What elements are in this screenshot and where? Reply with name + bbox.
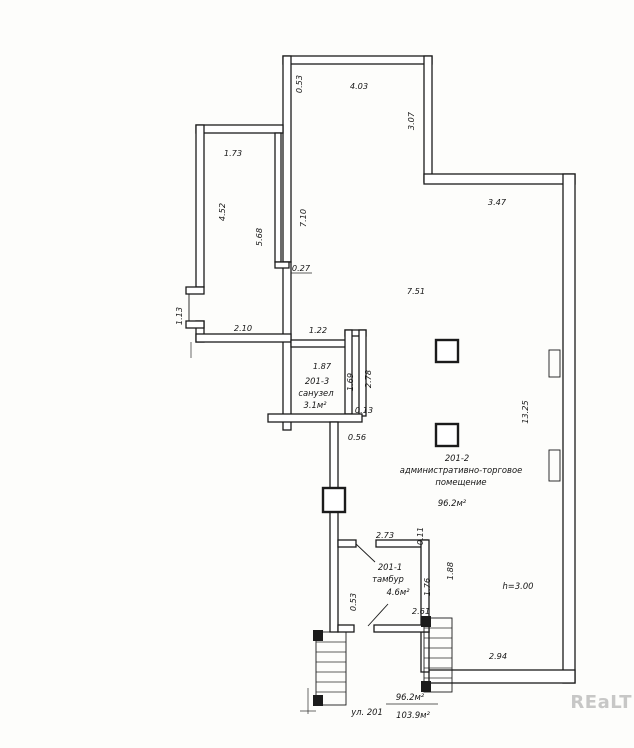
room-area: 96.2м² <box>438 498 467 508</box>
dim-label: 2.61 <box>412 606 430 616</box>
dim-label: 0.56 <box>348 432 366 442</box>
window <box>548 349 561 378</box>
dim-label: 1.13 <box>174 307 184 325</box>
stair-post <box>421 681 431 692</box>
stair-outline <box>423 617 453 693</box>
dim-label: 3.47 <box>488 197 507 207</box>
stair-post <box>313 630 323 641</box>
dim-label: 0.13 <box>355 405 373 415</box>
dim-label: 5.68 <box>254 228 264 246</box>
wall-segment <box>562 173 576 684</box>
footer-labels: 96.2м² ул. 201 103.9м² <box>350 692 430 720</box>
dim-label: 1.76 <box>422 578 432 596</box>
dim-label: 0.11 <box>415 527 425 545</box>
wall-jog-stub <box>274 261 290 269</box>
dim-label: 0.53 <box>348 593 358 611</box>
wall-segment <box>195 124 205 288</box>
wall-segment <box>329 421 339 633</box>
room-area: 3.1м² <box>304 400 328 410</box>
wall-segment <box>195 124 284 134</box>
wall-segment <box>274 132 282 263</box>
dim-label: 4.52 <box>217 203 227 221</box>
wall-segment <box>290 339 348 348</box>
ceiling-height-note: h=3.00 <box>503 581 534 591</box>
dim-label: 7.10 <box>298 209 308 227</box>
door-jamb <box>185 286 205 295</box>
wall-segment <box>428 669 576 684</box>
wall-segment <box>423 173 576 185</box>
dim-label: 7.51 <box>407 286 425 296</box>
stair-post <box>421 616 431 627</box>
columns <box>434 338 460 448</box>
dim-label: 1.87 <box>313 361 332 371</box>
wall-segment <box>195 333 292 343</box>
wall-segment <box>282 261 292 431</box>
room-name: административно-торговое <box>400 465 522 475</box>
door-swing-line <box>367 603 389 627</box>
windows <box>548 349 561 482</box>
footer-area-main: 96.2м² <box>396 692 425 702</box>
dim-label: 1.69 <box>345 373 355 391</box>
realt-watermark: REaLT <box>570 692 632 713</box>
dim-label: 3.07 <box>406 111 416 130</box>
stair-post <box>313 695 323 706</box>
room-id: 201-3 <box>305 376 329 386</box>
wall-segment <box>373 624 430 633</box>
dim-label: 1.73 <box>224 148 242 158</box>
stair-outline <box>315 631 347 706</box>
dim-label: 13.25 <box>520 400 530 423</box>
entrance-stairs <box>313 616 453 706</box>
dim-label: 2.10 <box>234 323 252 333</box>
door-swing-line <box>355 543 376 563</box>
aux-lines <box>190 272 438 714</box>
footer-area-total: 103.9м² <box>396 710 430 720</box>
wall-segment <box>282 55 292 263</box>
wall-segment <box>423 55 433 183</box>
dimension-labels: 4.03 0.53 3.07 1.73 4.52 5.68 7.10 3.47 … <box>174 75 530 661</box>
wall-segment <box>282 55 433 65</box>
door-jamb <box>185 320 205 329</box>
dim-label: 4.03 <box>350 81 368 91</box>
column <box>434 338 460 364</box>
room-area: 4.6м² <box>387 587 411 597</box>
room-id: 201-1 <box>378 562 402 572</box>
dim-label: 2.73 <box>376 530 394 540</box>
pilaster <box>321 486 347 514</box>
room-name: помещение <box>435 477 486 487</box>
walls <box>185 55 576 684</box>
room-name: санузел <box>298 388 334 398</box>
room-labels: 201-3 санузел 3.1м² 201-2 административн… <box>298 376 533 597</box>
room-name: тамбур <box>372 574 404 584</box>
wall-segment <box>344 329 353 415</box>
dim-label: 1.22 <box>309 325 327 335</box>
room-id: 201-2 <box>445 453 469 463</box>
footer-street: ул. 201 <box>350 707 383 717</box>
wall-segment <box>337 624 355 633</box>
dim-label: 2.94 <box>489 651 507 661</box>
window <box>548 449 561 482</box>
wall-segment <box>267 413 363 423</box>
dim-label: 1.88 <box>445 562 455 580</box>
dim-label: 0.27 <box>292 263 311 273</box>
dim-label: 2.78 <box>363 370 373 388</box>
dim-label: 0.53 <box>294 75 304 93</box>
wall-segment <box>337 539 357 548</box>
column <box>434 422 460 448</box>
